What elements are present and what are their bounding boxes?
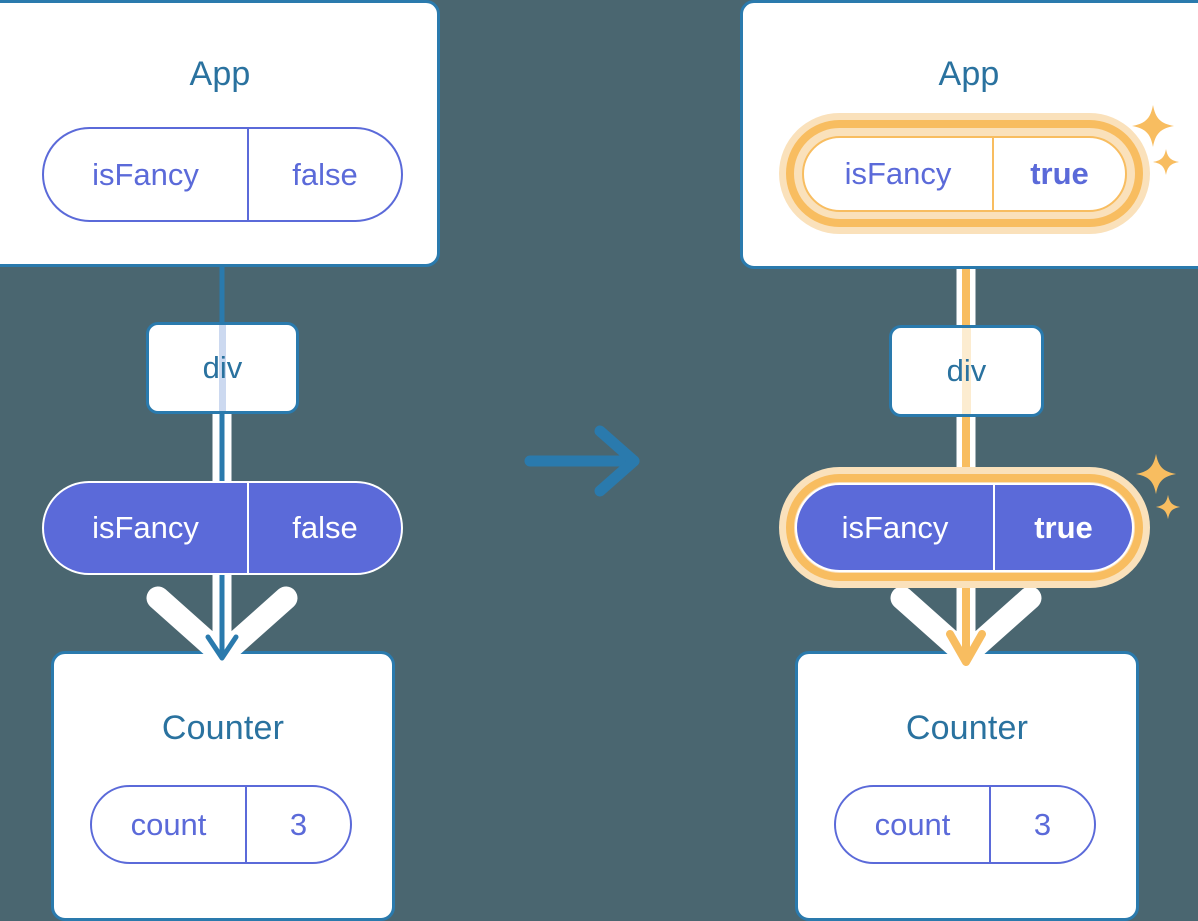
flow-line-through-div bbox=[962, 328, 971, 414]
state-value: false bbox=[292, 156, 358, 192]
app-box-title: App bbox=[189, 55, 251, 93]
counter-state-pill-before: count 3 bbox=[90, 785, 352, 864]
props-value: false bbox=[292, 510, 358, 545]
counter-box-title: Counter bbox=[905, 709, 1029, 747]
host-div-label: div bbox=[202, 350, 243, 385]
sparkle-small-icon bbox=[1155, 494, 1181, 520]
props-key: isFancy bbox=[44, 483, 249, 573]
counter-key: count bbox=[92, 787, 247, 862]
sparkle-large-icon bbox=[1135, 453, 1177, 495]
props-pill-after: isFancy true bbox=[795, 483, 1134, 572]
state-key: isFancy bbox=[44, 129, 249, 220]
host-div-box-after: div bbox=[889, 325, 1044, 417]
counter-box-title: Counter bbox=[161, 709, 285, 747]
arrow-right-icon bbox=[524, 425, 640, 497]
sparkle-small-icon bbox=[1153, 149, 1179, 175]
app-state-pill-after: isFancy true bbox=[802, 136, 1127, 212]
state-value: true bbox=[1030, 156, 1089, 191]
counter-key: count bbox=[836, 787, 991, 862]
props-value: true bbox=[1034, 509, 1093, 545]
counter-state-pill-after: count 3 bbox=[834, 785, 1096, 864]
app-box-title: App bbox=[938, 55, 1000, 93]
props-key: isFancy bbox=[797, 485, 995, 570]
host-div-box-before: div bbox=[146, 322, 299, 414]
counter-value: 3 bbox=[289, 806, 308, 842]
app-state-pill-before: isFancy false bbox=[42, 127, 403, 222]
props-pill-before: isFancy false bbox=[42, 481, 403, 575]
host-div-label: div bbox=[946, 353, 987, 388]
sparkle-large-icon bbox=[1132, 105, 1174, 147]
state-key: isFancy bbox=[804, 138, 994, 210]
counter-value: 3 bbox=[1033, 806, 1052, 842]
flow-line-through-div bbox=[219, 325, 226, 411]
